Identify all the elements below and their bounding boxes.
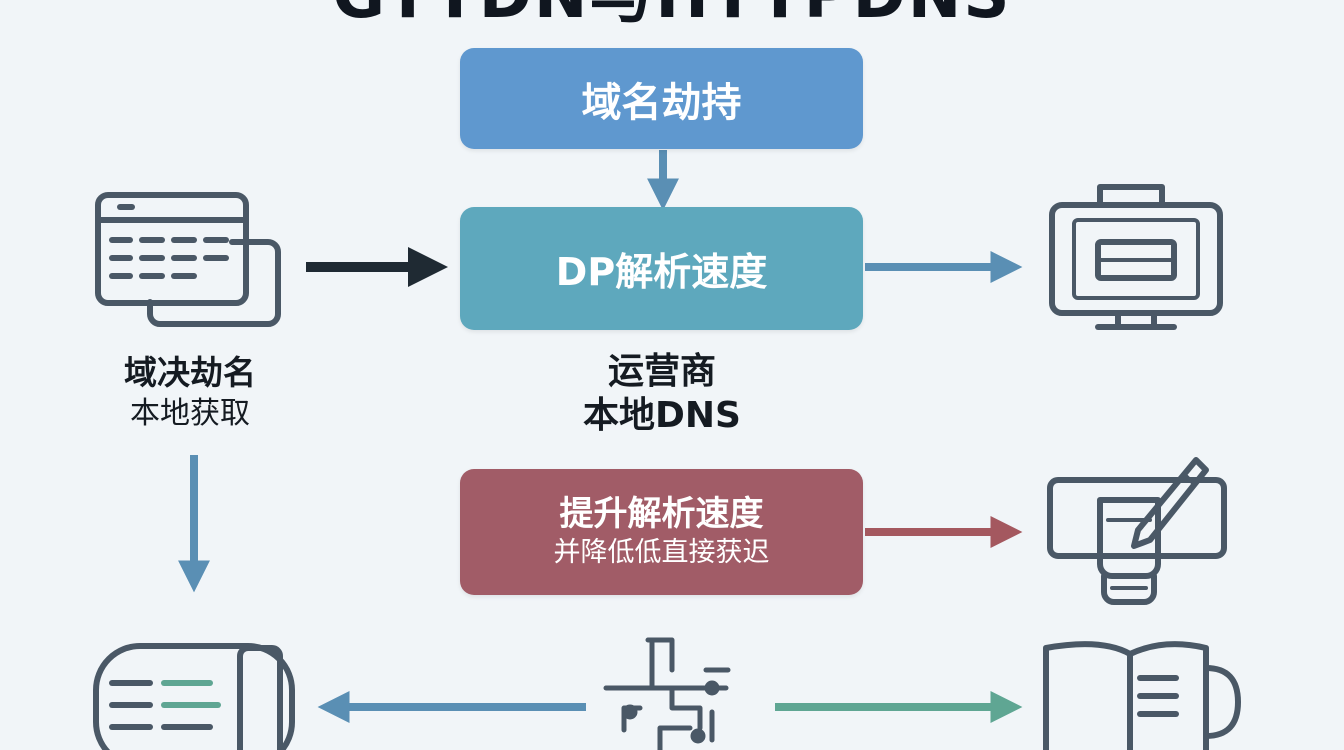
client-label-line2: 本地获取 (130, 396, 250, 431)
node-boost-speed-line2: 并降低低直接获迟 (553, 537, 770, 568)
network-icon (603, 637, 731, 750)
client-label: 域决劫名 本地获取 (80, 352, 300, 434)
node-resolve-speed-text: DP解析速度 (555, 250, 768, 294)
isp-dns-label: 运营商 本地DNS (520, 350, 804, 438)
node-boost-speed: 提升解析速度 并降低低直接获迟 (460, 469, 863, 595)
node-domain-hijack: 域名劫持 (460, 48, 863, 149)
client-label-line1: 域决劫名 (124, 353, 256, 392)
book-icon (1043, 641, 1241, 750)
node-domain-hijack-text: 域名劫持 (581, 79, 742, 126)
server-icon (93, 643, 295, 750)
node-resolve-speed: DP解析速度 (460, 207, 863, 330)
browser-window-icon (95, 192, 281, 327)
node-boost-speed-line1: 提升解析速度 (559, 494, 764, 534)
isp-dns-label-line2: 本地DNS (583, 395, 741, 436)
monitor-icon (1049, 184, 1223, 330)
diagram-title: GTTDN与HTTPDNS (0, 0, 1344, 36)
isp-dns-label-line1: 运营商 (607, 351, 716, 392)
device-pen-icon (1047, 457, 1227, 605)
